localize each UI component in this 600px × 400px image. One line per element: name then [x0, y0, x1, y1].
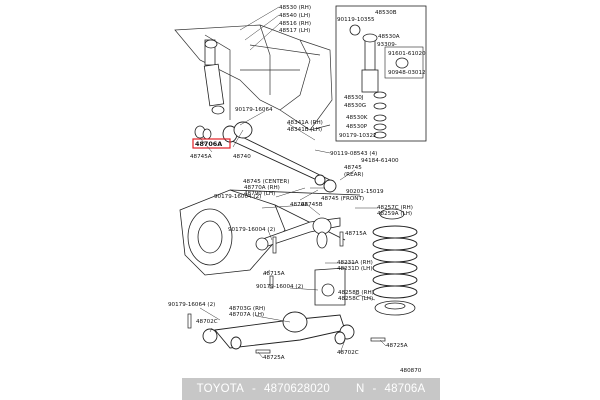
label-48707a-lh: 48707A (LH): [229, 312, 264, 318]
label-48702c-right: 48702C: [337, 350, 359, 356]
inset-label-91601-61020: 91601-61020: [388, 51, 426, 57]
footer-code: 48706A: [384, 383, 426, 395]
leader-lines: [199, 6, 387, 359]
label-48257c-rh: 48257C (RH): [377, 205, 413, 211]
label-diagram-number: 480870: [400, 368, 422, 374]
part-footer: TOYOTA - 4870628020 N - 48706A: [182, 378, 440, 400]
label-90179-16064-2: 90179-16064 (2): [168, 302, 215, 308]
inset-label-48530g: 48530G: [344, 103, 366, 109]
label-90179-16064: 90179-16064: [235, 107, 273, 113]
inset-frame: [335, 5, 427, 142]
label-90179-16004-a: 90179-16004 (2): [214, 194, 261, 200]
upper-control-arm: [255, 217, 341, 251]
label-48745-front: 48745 (FRONT): [321, 196, 364, 202]
label-48530-rh: 48530 (RH): [279, 5, 311, 11]
label-48540-lh: 48540 (LH): [279, 13, 310, 19]
footer-code-prefix: N: [356, 383, 365, 395]
label-48231d-lh: 48231D (LH): [337, 266, 373, 272]
label-48790-lh: 48790 (LH): [244, 191, 275, 197]
inset-shock: [349, 24, 409, 139]
highlight-box: [192, 138, 231, 149]
label-48341a-rh: 48341A (RH): [287, 120, 323, 126]
label-48745b: 48745B: [301, 202, 323, 208]
label-90119-08543: 90119-08543 (4): [330, 151, 377, 157]
label-48745-center: 48745 (CENTER): [243, 179, 289, 185]
label-48706a-highlighted: 48706A: [195, 140, 222, 148]
frame-sketch: [174, 24, 333, 131]
inset-label-48530p: 48530P: [346, 124, 368, 130]
label-90179-16004-b: 90179-16004 (2): [228, 227, 275, 233]
label-48341b-lh: 48341B (LH): [287, 127, 322, 133]
coil-spring: [372, 225, 418, 299]
bolts: [187, 231, 386, 354]
shock-absorber: [203, 39, 225, 115]
bushing-48706a: [194, 125, 212, 140]
spring-seat-lower: [374, 300, 416, 316]
spring-seat-upper: [379, 208, 405, 220]
label-48258c-lh: 48258C (LH): [338, 296, 373, 302]
differential: [179, 189, 361, 276]
label-90179-16004-c: 90179-16004 (2): [256, 284, 303, 290]
footer-part-number: 4870628020: [264, 383, 330, 395]
label-48703g-rh: 48703G (RH): [229, 306, 265, 312]
label-48725a-right: 48725A: [386, 343, 408, 349]
label-48770a-rh: 48770A (RH): [244, 185, 280, 191]
axle-bracket: [314, 267, 346, 306]
label-48715a-right: 48715A: [345, 231, 367, 237]
label-48740: 48740: [233, 154, 251, 160]
label-48259a-lh: 48259A (LH): [377, 211, 412, 217]
parts-diagram: 48530 (RH) 48540 (LH) 48516 (RH) 48517 (…: [168, 5, 427, 374]
inset-label-48530k: 48530K: [346, 115, 368, 121]
lower-control-arm: [202, 311, 355, 350]
inset-label-48530b: 48530B: [375, 10, 397, 16]
label-48702c-left: 48702C: [196, 319, 218, 325]
footer-separator: -: [252, 383, 257, 395]
label-48258b-rh: 48258B (RH): [338, 290, 374, 296]
label-48231a-rh: 48231A (RH): [337, 260, 373, 266]
inset-label-90179-10322: 90179-10322: [339, 133, 377, 139]
inset-label-90948-03012: 90948-03012: [388, 70, 426, 76]
footer-brand: TOYOTA: [196, 383, 244, 395]
inset-subframe: [384, 46, 424, 79]
label-90201-15019: 90201-15019: [346, 189, 384, 195]
footer-separator-2: -: [372, 383, 377, 395]
label-48745a: 48745A: [190, 154, 212, 160]
label-48516-rh: 48516 (RH): [279, 21, 311, 27]
label-48745-rear: 48745: [344, 165, 362, 171]
label-48702: 48702: [290, 202, 308, 208]
inset-label-90119-10355: 90119-10355: [337, 17, 375, 23]
label-48517-lh: 48517 (LH): [279, 28, 310, 34]
label-48725a-bottom: 48725A: [263, 355, 285, 361]
inset-label-48530a: 48530A: [378, 34, 400, 40]
inset-label-93309: 93309-: [377, 42, 397, 48]
label-94184-61400: 94184-61400: [361, 158, 399, 164]
label-48715a-left: 48715A: [263, 271, 285, 277]
inset-label-48530j: 48530J: [344, 95, 364, 101]
label-rear: (REAR): [344, 172, 364, 178]
